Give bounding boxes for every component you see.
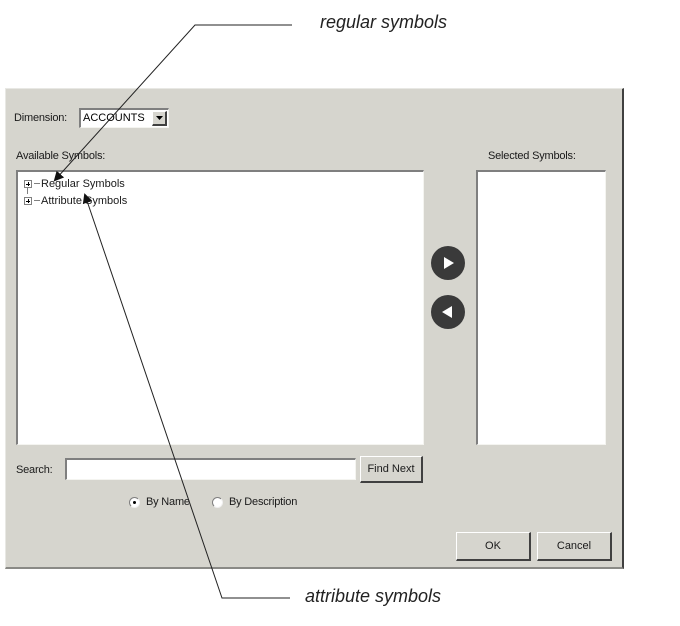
expand-icon[interactable] xyxy=(24,179,32,188)
dimension-value: ACCOUNTS xyxy=(83,112,145,124)
annotation-attribute-symbols: attribute symbols xyxy=(305,586,442,606)
selected-symbols-label: Selected Symbols: xyxy=(488,150,576,162)
arrow-left-icon xyxy=(442,306,452,318)
chevron-down-icon xyxy=(155,116,163,120)
radio-by-description[interactable]: By Description xyxy=(212,496,297,508)
annotation-regular-symbols: regular symbols xyxy=(320,12,448,32)
tree-connector xyxy=(34,183,40,184)
tree-item-regular-symbols[interactable]: Regular Symbols xyxy=(24,175,127,192)
remove-symbol-button[interactable] xyxy=(431,295,465,329)
available-symbols-label: Available Symbols: xyxy=(16,150,106,162)
ok-button[interactable]: OK xyxy=(456,532,531,561)
tree-item-label: Regular Symbols xyxy=(41,177,125,190)
expand-icon[interactable] xyxy=(24,196,32,205)
find-next-button[interactable]: Find Next xyxy=(360,456,423,483)
dimension-dropdown[interactable]: ACCOUNTS xyxy=(79,108,169,128)
radio-checked-icon[interactable] xyxy=(129,496,140,508)
tree-item-label: Attribute Symbols xyxy=(41,194,128,207)
available-symbols-tree[interactable]: Regular Symbols Attribute Symbols xyxy=(16,170,424,445)
search-label: Search: xyxy=(16,464,53,476)
radio-label: By Name xyxy=(146,496,190,508)
selected-symbols-list[interactable] xyxy=(476,170,606,445)
tree-item-attribute-symbols[interactable]: Attribute Symbols xyxy=(24,192,127,209)
radio-by-name[interactable]: By Name xyxy=(129,496,190,508)
tree-connector xyxy=(34,200,40,201)
radio-label: By Description xyxy=(229,496,298,508)
dimension-dropdown-button[interactable] xyxy=(152,111,167,126)
tree-vline xyxy=(27,188,28,194)
dimension-label: Dimension: xyxy=(14,112,68,124)
radio-unchecked-icon[interactable] xyxy=(212,496,223,508)
arrow-right-icon xyxy=(444,257,454,269)
add-symbol-button[interactable] xyxy=(431,246,465,280)
search-input[interactable] xyxy=(65,458,356,480)
cancel-button[interactable]: Cancel xyxy=(537,532,612,561)
